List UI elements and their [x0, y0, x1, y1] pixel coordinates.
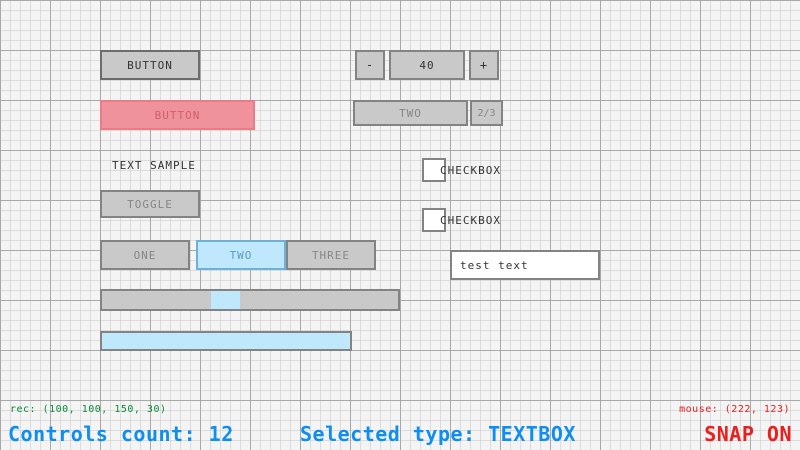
status-controls-count-text: Controls count: 12 — [8, 422, 234, 446]
spinner-decrement-label: - — [365, 58, 375, 72]
checkbox-two-label: CHECKBOX — [440, 212, 550, 228]
spinner-value[interactable]: 40 — [389, 50, 465, 80]
spinner-increment-button[interactable]: + — [469, 50, 499, 80]
spinner-value-text: 40 — [419, 58, 435, 72]
checkbox-two-label-text: CHECKBOX — [440, 213, 501, 227]
toggle-group-item-one-label: ONE — [133, 248, 157, 262]
slider[interactable] — [100, 289, 400, 311]
textbox-value: test text — [460, 258, 529, 272]
checkbox-two[interactable] — [422, 208, 446, 232]
toggle-button[interactable]: TOGGLE — [100, 190, 200, 218]
button-plain[interactable]: BUTTON — [100, 50, 200, 80]
status-rec-text: rec: (100, 100, 150, 30) — [10, 404, 167, 415]
status-snap-text: SNAP ON — [704, 422, 792, 446]
spinner-decrement-button[interactable]: - — [355, 50, 385, 80]
toggle-group-item-three[interactable]: THREE — [286, 240, 376, 270]
toggle-button-label: TOGGLE — [127, 197, 173, 211]
status-controls-count: Controls count: 12 — [8, 422, 234, 446]
progress-bar-fill — [102, 333, 350, 349]
dropdown-index-badge: 2/3 — [470, 100, 503, 126]
dropdown-index-badge-label: 2/3 — [477, 107, 496, 119]
status-snap: SNAP ON — [704, 422, 792, 446]
button-selected[interactable]: BUTTON — [100, 100, 255, 130]
textbox[interactable]: test text — [450, 250, 600, 280]
button-selected-label: BUTTON — [154, 108, 201, 122]
toggle-group-item-three-label: THREE — [311, 248, 351, 262]
checkbox-one[interactable] — [422, 158, 446, 182]
status-rec: rec: (100, 100, 150, 30) — [10, 404, 167, 415]
button-plain-label: BUTTON — [127, 58, 173, 72]
dropdown-box[interactable]: TWO — [353, 100, 468, 126]
slider-handle[interactable] — [211, 291, 240, 309]
text-sample-label: TEXT SAMPLE — [112, 157, 252, 173]
status-mouse-text: mouse: (222, 123) — [679, 404, 790, 415]
progress-bar[interactable] — [100, 331, 352, 351]
checkbox-one-label-text: CHECKBOX — [440, 163, 501, 177]
checkbox-one-label: CHECKBOX — [440, 162, 550, 178]
text-sample-label-text: TEXT SAMPLE — [112, 158, 196, 172]
spinner-increment-label: + — [479, 58, 489, 72]
toggle-group-item-two[interactable]: TWO — [196, 240, 286, 270]
status-mouse: mouse: (222, 123) — [679, 404, 790, 415]
dropdown-box-label: TWO — [399, 106, 422, 120]
toggle-group-item-two-label: TWO — [229, 248, 253, 262]
toggle-group-item-one[interactable]: ONE — [100, 240, 190, 270]
status-selected-type: Selected type: TEXTBOX — [300, 422, 576, 446]
status-selected-type-text: Selected type: TEXTBOX — [300, 422, 576, 446]
